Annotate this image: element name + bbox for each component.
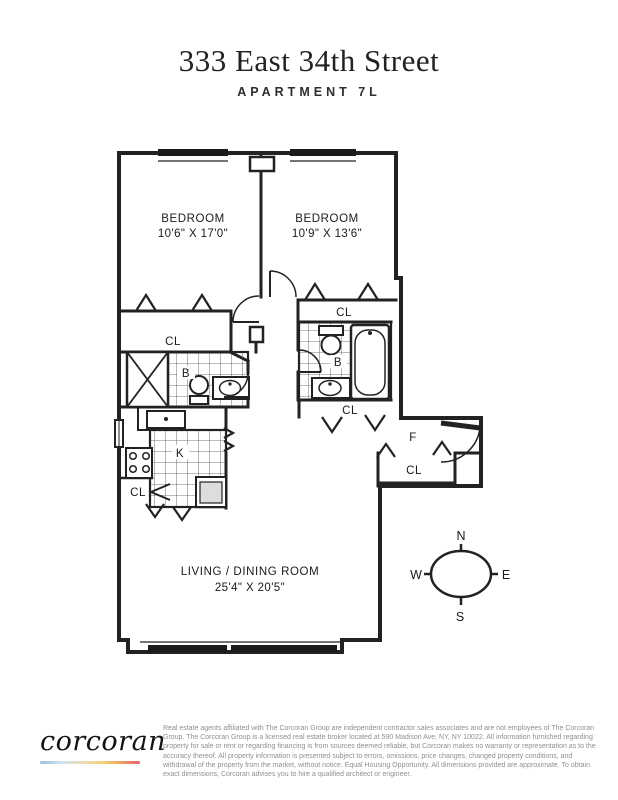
bedroom-1-dims: 10'6" X 17'0" xyxy=(158,228,228,240)
disclaimer-text: Real estate agents affiliated with The C… xyxy=(163,725,596,779)
label-halo-b2 xyxy=(330,355,347,368)
closet-label-1: CL xyxy=(165,336,181,348)
exterior-walls xyxy=(117,151,483,654)
label-halo-b1 xyxy=(177,366,195,379)
door-opening-markers xyxy=(135,281,452,522)
door-swings xyxy=(223,270,322,398)
closet-label-5: CL xyxy=(406,465,422,477)
bath-1-label: B xyxy=(182,368,190,380)
logo-gradient-bar xyxy=(40,761,140,764)
window-top-right xyxy=(290,149,356,162)
pipe-chase-top xyxy=(248,155,276,173)
shaft-icon xyxy=(125,350,170,409)
bedroom-1-label: BEDROOM xyxy=(161,213,225,225)
compass-north-label: N xyxy=(456,529,465,543)
closet-label-2: CL xyxy=(130,487,146,499)
apartment-subtitle: APARTMENT 7L xyxy=(237,85,381,100)
compass-east-label: E xyxy=(502,568,510,582)
footer: corcoran Real estate agents affiliated w… xyxy=(0,714,618,784)
bedroom-2-dims: 10'9" X 13'6" xyxy=(292,228,362,240)
closet-label-4: CL xyxy=(342,405,358,417)
compass-rose: N S W E xyxy=(410,529,510,624)
title-block: 333 East 34th Street APARTMENT 7L xyxy=(0,43,618,100)
compass-west-label: W xyxy=(410,568,422,582)
page-title: 333 East 34th Street xyxy=(178,43,440,78)
window-bottom-left xyxy=(148,645,227,652)
window-bottom-right xyxy=(140,641,340,652)
bedroom-2-label: BEDROOM xyxy=(295,213,359,225)
foyer-label: F xyxy=(409,432,417,444)
appliance-icon xyxy=(195,476,227,508)
window-left-wall xyxy=(114,419,124,448)
compass-south-label: S xyxy=(456,610,464,624)
kitchen-sink-icon xyxy=(146,410,186,429)
living-room-dims: 25'4" X 20'5" xyxy=(215,582,285,594)
bathtub-icon xyxy=(349,323,391,401)
sink-icon-bath1 xyxy=(212,376,250,400)
window-top-left xyxy=(158,149,228,162)
wall-pier-hall xyxy=(248,325,265,344)
stove-icon xyxy=(125,447,153,479)
corcoran-logo: corcoran xyxy=(40,726,167,757)
closet-label-3: CL xyxy=(336,307,352,319)
living-room-label: LIVING / DINING ROOM xyxy=(181,566,320,578)
bath-2-label: B xyxy=(334,357,342,369)
logo-block: corcoran xyxy=(40,726,167,764)
kitchen-label: K xyxy=(176,448,184,460)
toilet-icon-bath1 xyxy=(189,375,209,405)
entry-door xyxy=(440,420,481,463)
sink-icon-bath2 xyxy=(311,377,351,399)
toilet-icon-bath2 xyxy=(318,325,344,356)
kitchen-counter xyxy=(137,408,226,431)
label-halo-k xyxy=(172,445,189,459)
